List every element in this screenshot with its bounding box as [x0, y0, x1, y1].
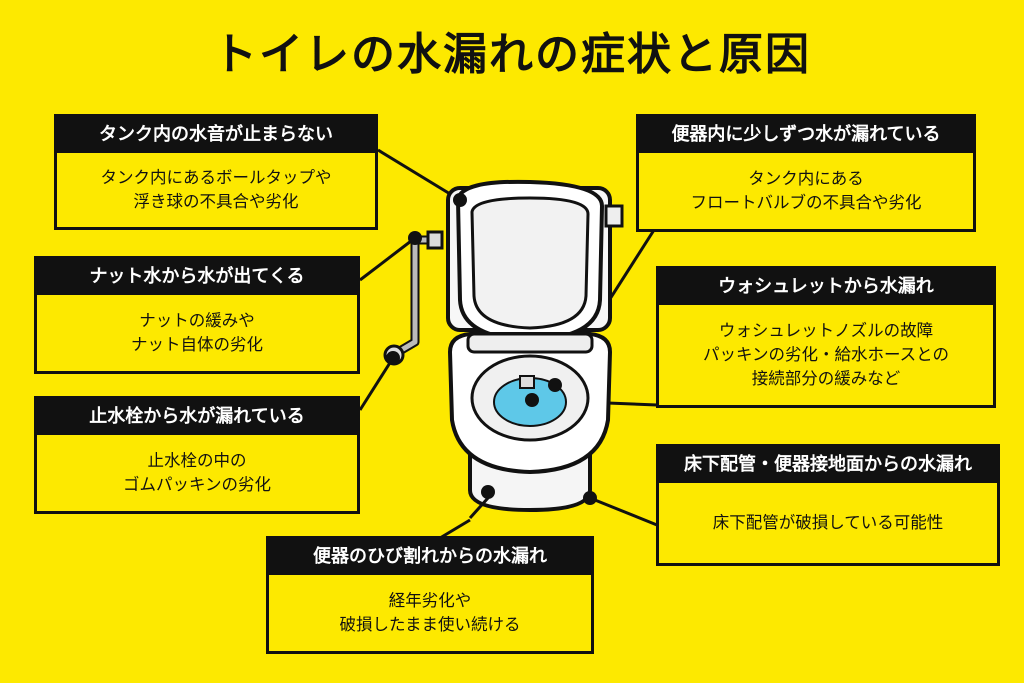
callout-nut-leak: ナット水から水が出てくる ナットの緩みや ナット自体の劣化 [34, 256, 360, 374]
callout-tank-sound: タンク内の水音が止まらない タンク内にあるボールタップや 浮き球の不具合や劣化 [54, 114, 378, 230]
callout-text-line: 浮き球の不具合や劣化 [133, 192, 299, 211]
callout-text-line: タンク内にある [748, 169, 864, 188]
callout-text-line: パッキンの劣化・給水ホースとの [702, 345, 949, 364]
leader-line-nut [359, 236, 416, 282]
page-title: トイレの水漏れの症状と原因 [213, 29, 811, 80]
callout-heading: 便器内に少しずつ水が漏れている [639, 117, 973, 153]
callout-text-line: 床下配管が破損している可能性 [712, 513, 944, 532]
callout-text-line: 破損したまま使い続ける [339, 615, 521, 634]
callout-text-line: ゴムパッキンの劣化 [122, 475, 271, 494]
leader-line-floor [589, 496, 658, 527]
callout-text-line: タンク内にあるボールタップや [100, 168, 332, 187]
callout-heading: 便器のひび割れからの水漏れ [269, 539, 591, 575]
callout-heading: ナット水から水が出てくる [37, 259, 357, 295]
callout-text-line: フロートバルブの不具合や劣化 [690, 193, 922, 212]
callout-heading: タンク内の水音が止まらない [57, 117, 375, 153]
callout-washlet: ウォシュレットから水漏れ ウォシュレットノズルの故障 パッキンの劣化・給水ホース… [656, 266, 996, 408]
callout-text-line: 接続部分の緩みなど [751, 369, 901, 388]
callout-heading: ウォシュレットから水漏れ [659, 269, 993, 305]
callout-heading: 止水栓から水が漏れている [37, 399, 357, 435]
callout-floor-pipe: 床下配管・便器接地面からの水漏れ 床下配管が破損している可能性 [656, 444, 1000, 566]
callout-bowl-seep: 便器内に少しずつ水が漏れている タンク内にある フロートバルブの不具合や劣化 [636, 114, 976, 232]
leader-line-tank [377, 148, 461, 202]
callout-stop-valve: 止水栓から水が漏れている 止水栓の中の ゴムパッキンの劣化 [34, 396, 360, 514]
callout-text-line: ナットの緩みや [139, 311, 255, 330]
leader-line-valve [358, 357, 395, 411]
leader-line-crack [439, 518, 471, 540]
callout-text-line: 経年劣化や [388, 591, 472, 610]
callout-text-line: ナット自体の劣化 [131, 335, 263, 354]
callout-text-line: ウォシュレットノズルの故障 [718, 321, 934, 340]
callout-heading: 床下配管・便器接地面からの水漏れ [659, 447, 997, 483]
callout-bowl-crack: 便器のひび割れからの水漏れ 経年劣化や 破損したまま使い続ける [266, 536, 594, 654]
callout-text-line: 止水栓の中の [147, 451, 247, 470]
